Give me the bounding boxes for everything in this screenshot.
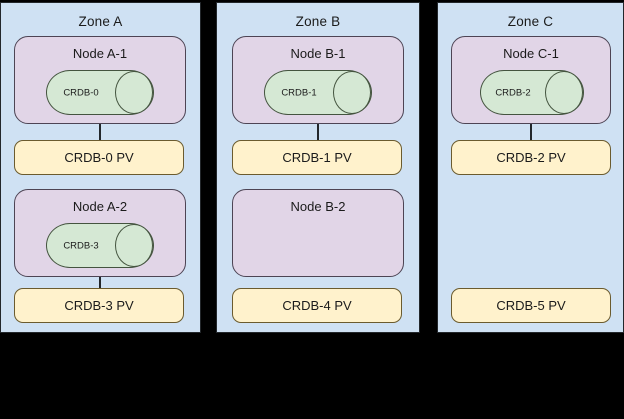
cylinder-cap-icon (115, 71, 153, 114)
pv-crdb-1[interactable]: CRDB-1 PV (232, 140, 402, 175)
connector-b-1 (317, 124, 319, 140)
pv-crdb-5[interactable]: CRDB-5 PV (451, 288, 611, 323)
connector-c-1 (530, 124, 532, 140)
pod-crdb-3-label: CRDB-3 (63, 240, 99, 251)
node-a-2[interactable]: Node A-2 CRDB-3 (14, 189, 186, 277)
pv-crdb-4[interactable]: CRDB-4 PV (232, 288, 402, 323)
connector-a-1 (99, 124, 101, 140)
pod-crdb-3[interactable]: CRDB-3 (46, 223, 154, 268)
node-a-1[interactable]: Node A-1 CRDB-0 (14, 36, 186, 124)
zone-c: Zone C Node C-1 CRDB-2 CRDB-2 PV CRDB-5 … (437, 2, 624, 333)
cylinder-cap-icon (545, 71, 583, 114)
node-c-1[interactable]: Node C-1 CRDB-2 (451, 36, 611, 124)
zone-b-title: Zone B (295, 14, 341, 29)
cylinder-cap-icon (333, 71, 371, 114)
node-a-1-label: Node A-1 (72, 46, 128, 61)
pod-crdb-2[interactable]: CRDB-2 (480, 70, 584, 115)
node-c-1-label: Node C-1 (503, 46, 559, 61)
node-b-1[interactable]: Node B-1 CRDB-1 (232, 36, 404, 124)
pod-crdb-0[interactable]: CRDB-0 (46, 70, 154, 115)
pod-crdb-1-label: CRDB-1 (281, 87, 317, 98)
node-b-2[interactable]: Node B-2 (232, 189, 404, 277)
zone-a: Zone A Node A-1 CRDB-0 CRDB-0 PV Node A-… (0, 2, 201, 333)
pod-crdb-1[interactable]: CRDB-1 (264, 70, 372, 115)
zone-c-title: Zone C (507, 14, 554, 29)
node-a-2-label: Node A-2 (72, 199, 128, 214)
node-b-1-label: Node B-1 (290, 46, 346, 61)
pv-crdb-3[interactable]: CRDB-3 PV (14, 288, 184, 323)
zone-b: Zone B Node B-1 CRDB-1 CRDB-1 PV Node B-… (216, 2, 420, 333)
pv-crdb-0[interactable]: CRDB-0 PV (14, 140, 184, 175)
pod-crdb-2-label: CRDB-2 (495, 87, 531, 98)
connector-a-2 (99, 277, 101, 288)
cylinder-cap-icon (115, 224, 153, 267)
zone-a-title: Zone A (78, 14, 123, 29)
pod-crdb-0-label: CRDB-0 (63, 87, 99, 98)
node-b-2-label: Node B-2 (290, 199, 346, 214)
pv-crdb-2[interactable]: CRDB-2 PV (451, 140, 611, 175)
